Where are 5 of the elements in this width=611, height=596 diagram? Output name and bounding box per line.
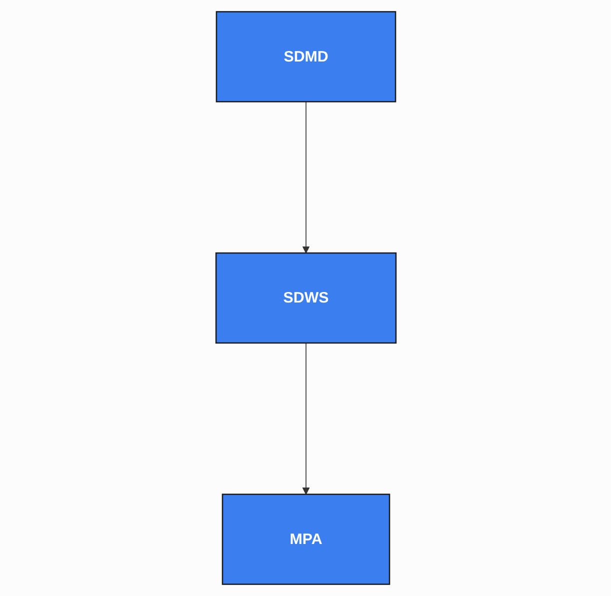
- node-box: SDMD: [215, 11, 396, 102]
- arrow: [302, 342, 310, 495]
- node-box: MPA: [221, 494, 390, 585]
- node-box: SDWS: [214, 252, 396, 344]
- arrow: [302, 101, 310, 254]
